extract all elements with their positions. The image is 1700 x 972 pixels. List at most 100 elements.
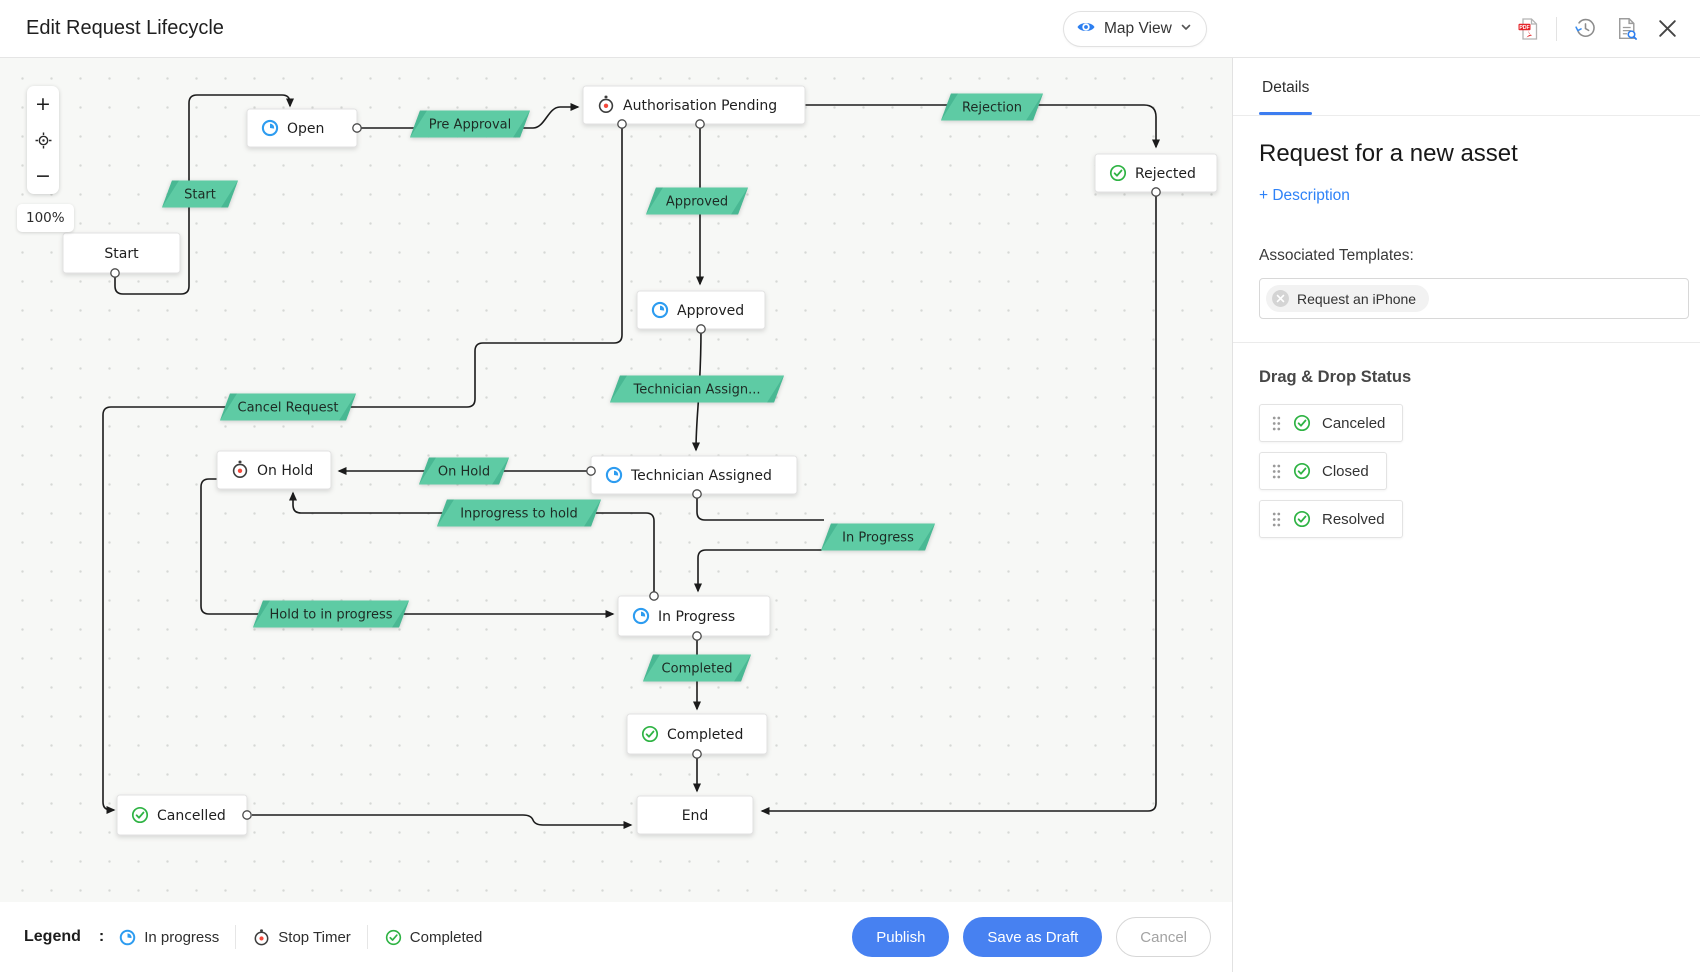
svg-text:Authorisation Pending: Authorisation Pending (623, 98, 777, 114)
connection-port[interactable] (352, 123, 362, 133)
drag-status-canceled[interactable]: Canceled (1259, 404, 1404, 442)
svg-text:Cancelled: Cancelled (157, 808, 226, 824)
svg-text:Pre Approval: Pre Approval (429, 118, 511, 133)
connection-port[interactable] (1151, 187, 1161, 197)
connection-port[interactable] (692, 749, 702, 759)
legend-item-label: In progress (144, 928, 220, 946)
transition-edge (200, 478, 615, 618)
history-icon[interactable] (1572, 16, 1598, 42)
connection-port[interactable] (586, 466, 596, 476)
transition-label-inprogress-to-hold[interactable]: Inprogress to hold (437, 499, 601, 527)
template-chip-label: Request an iPhone (1297, 290, 1417, 307)
zoom-out-button[interactable]: − (27, 158, 59, 194)
drag-handle-icon[interactable] (1271, 511, 1282, 528)
tab-details[interactable]: Details (1259, 79, 1313, 115)
transition-label-pre-approval[interactable]: Pre Approval (410, 110, 530, 138)
close-icon[interactable] (1654, 16, 1680, 42)
add-description-link[interactable]: + Description (1259, 187, 1350, 204)
connection-port[interactable] (617, 119, 627, 129)
status-label: Canceled (1322, 414, 1386, 432)
transition-label-technician-assign[interactable]: Technician Assign... (610, 375, 784, 403)
completed-icon (1292, 413, 1312, 433)
preview-document-icon[interactable] (1613, 16, 1639, 42)
svg-text:Hold to in progress: Hold to in progress (269, 608, 392, 623)
svg-text:On Hold: On Hold (257, 463, 313, 479)
transition-edge (696, 494, 824, 521)
svg-text:Completed: Completed (662, 662, 733, 677)
svg-text:Start: Start (184, 188, 216, 203)
page-title: Edit Request Lifecycle (26, 17, 224, 39)
lifecycle-title: Request for a new asset (1259, 140, 1518, 167)
connection-port[interactable] (242, 810, 252, 820)
node-end[interactable]: End (636, 795, 754, 835)
drag-drop-status-heading: Drag & Drop Status (1259, 368, 1412, 386)
fit-to-screen-button[interactable] (27, 122, 59, 158)
drag-status-resolved[interactable]: Resolved (1259, 500, 1403, 538)
chevron-down-icon (1180, 20, 1192, 38)
node-tech[interactable]: Technician Assigned (590, 455, 798, 495)
svg-text:In Progress: In Progress (842, 531, 914, 546)
legend-colon: : (98, 928, 105, 945)
template-chip-request-an-iphone[interactable]: Request an iPhone (1266, 285, 1430, 312)
legend-separator (366, 925, 368, 949)
node-open[interactable]: Open (246, 108, 358, 148)
connection-port[interactable] (692, 489, 702, 499)
in-progress-icon (118, 928, 137, 947)
publish-button[interactable]: Publish (852, 917, 950, 957)
node-rejected[interactable]: Rejected (1094, 153, 1218, 193)
associated-templates-label: Associated Templates: (1259, 247, 1414, 264)
connection-port[interactable] (110, 268, 120, 278)
node-completed[interactable]: Completed (626, 713, 768, 755)
drag-status-closed[interactable]: Closed (1259, 452, 1387, 490)
legend-label: Legend (24, 928, 81, 945)
svg-text:Rejection: Rejection (962, 101, 1022, 116)
transition-label-hold-to-in-progress[interactable]: Hold to in progress (253, 600, 409, 628)
associated-templates-field[interactable]: Request an iPhone (1259, 278, 1689, 319)
node-start[interactable]: Start (62, 232, 181, 274)
svg-text:Approved: Approved (666, 195, 728, 210)
header-actions: PDF (1515, 16, 1680, 42)
eye-icon (1076, 17, 1096, 42)
connection-port[interactable] (692, 631, 702, 641)
svg-text:End: End (682, 808, 709, 824)
save-draft-button[interactable]: Save as Draft (963, 917, 1103, 957)
remove-icon[interactable] (1271, 289, 1290, 308)
svg-text:Technician Assigned: Technician Assigned (630, 468, 772, 484)
legend-separator (235, 925, 237, 949)
legend-item-label: Completed (409, 928, 483, 946)
drag-handle-icon[interactable] (1271, 415, 1282, 432)
transition-label-completed[interactable]: Completed (643, 654, 751, 682)
connection-port[interactable] (696, 324, 706, 334)
node-onhold[interactable]: On Hold (216, 450, 332, 490)
node-inprogress[interactable]: In Progress (617, 595, 771, 637)
svg-text:Approved: Approved (677, 303, 744, 319)
transition-label-start[interactable]: Start (162, 180, 238, 208)
svg-text:Start: Start (104, 246, 139, 262)
connection-port[interactable] (695, 119, 705, 129)
drag-handle-icon[interactable] (1271, 463, 1282, 480)
connection-port[interactable] (649, 591, 659, 601)
svg-text:Completed: Completed (667, 727, 743, 743)
completed-icon (1292, 461, 1312, 481)
node-approved[interactable]: Approved (636, 290, 766, 330)
legend-item-in-progress: In progress (118, 928, 219, 947)
map-view-selector[interactable]: Map View (1063, 11, 1207, 47)
zoom-level-indicator: 100% (17, 204, 74, 232)
sidebar-body: Request for a new asset + Description As… (1233, 116, 1700, 538)
zoom-in-button[interactable]: + (27, 86, 59, 122)
transition-label-on-hold[interactable]: On Hold (419, 457, 509, 485)
node-auth[interactable]: Authorisation Pending (582, 85, 806, 125)
transition-label-rejection[interactable]: Rejection (941, 93, 1043, 121)
header-divider (1556, 16, 1557, 41)
header: Edit Request Lifecycle Map View PDF (0, 0, 1700, 58)
node-cancelled[interactable]: Cancelled (116, 794, 248, 836)
transition-label-approved[interactable]: Approved (646, 187, 748, 215)
export-pdf-icon[interactable]: PDF (1515, 16, 1541, 42)
cancel-button[interactable]: Cancel (1116, 917, 1211, 957)
transition-label-cancel-request[interactable]: Cancel Request (220, 393, 356, 421)
transition-label-in-progress[interactable]: In Progress (821, 523, 935, 551)
transition-edge (102, 124, 623, 814)
